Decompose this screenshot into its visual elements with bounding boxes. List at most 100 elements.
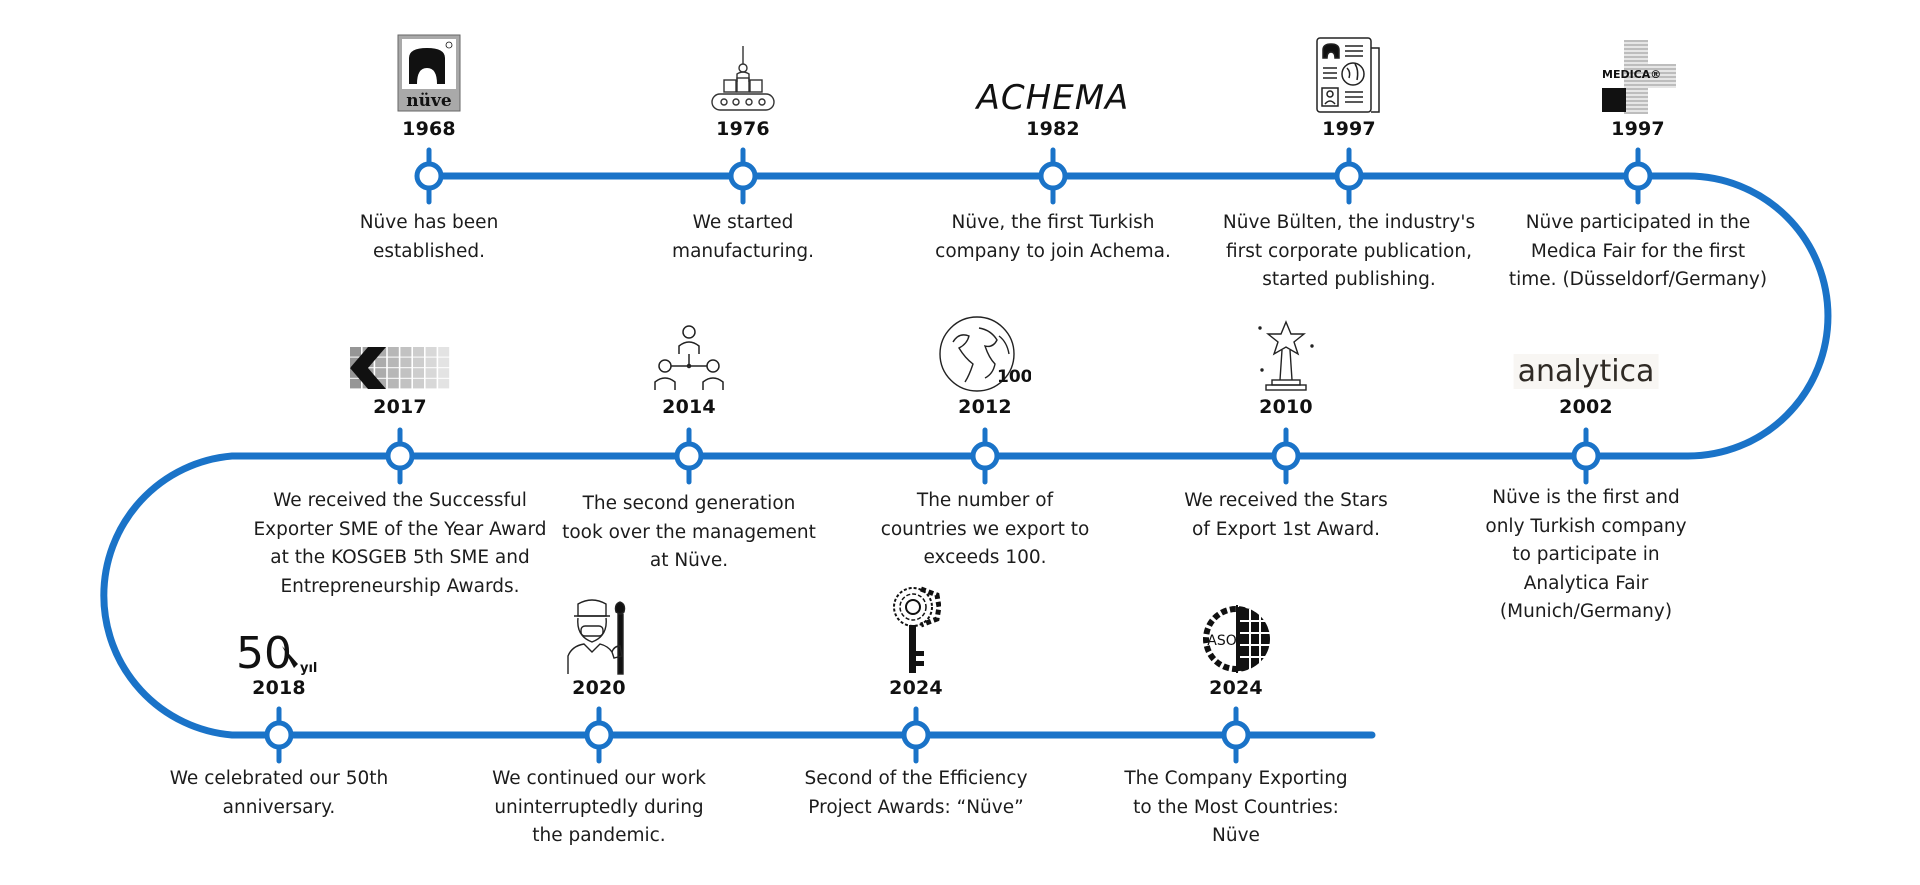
- kosgeb-grid-cell: [350, 378, 361, 389]
- event-year: 2017: [373, 396, 427, 418]
- event-year: 2002: [1559, 396, 1613, 418]
- timeline-node: [264, 706, 294, 764]
- analytica-logo: analytica: [1513, 354, 1659, 389]
- event-year: 2010: [1259, 396, 1313, 418]
- conveyor-factory-icon: [706, 44, 780, 118]
- people-network-icon: [653, 322, 725, 398]
- event-description: We celebrated our 50th anniversary.: [169, 768, 389, 818]
- timeline-node: [414, 147, 444, 205]
- kosgeb-grid-cell: [425, 357, 437, 368]
- event-year: 1976: [716, 118, 770, 140]
- timeline-node: [1571, 427, 1601, 485]
- node-circle: [414, 161, 444, 191]
- event-description: The Company Exporting to the Most Countr…: [1124, 768, 1348, 846]
- timeline-node: [901, 706, 931, 764]
- svg-text:100: 100: [997, 367, 1031, 387]
- svg-text:MEDICA®: MEDICA®: [1602, 68, 1661, 81]
- event-description: We continued our work uninterruptedly du…: [492, 768, 706, 846]
- kosgeb-grid-cell: [413, 378, 424, 389]
- kosgeb-grid-cell: [413, 347, 424, 357]
- event-year: 1997: [1611, 118, 1665, 140]
- kosgeb-grid-cell: [400, 378, 412, 389]
- event-year: 2024: [889, 677, 943, 699]
- event-description: The number of countries we export to exc…: [880, 490, 1090, 568]
- kosgeb-grid-cell: [438, 378, 450, 389]
- node-circle: [1571, 441, 1601, 471]
- timeline-node: [728, 147, 758, 205]
- kosgeb-grid-cell: [438, 368, 450, 378]
- kosgeb-grid-cell: [400, 357, 412, 368]
- timeline-node: [1334, 147, 1364, 205]
- timeline-node: [1271, 427, 1301, 485]
- node-circle: [1271, 441, 1301, 471]
- kosgeb-grid-cell: [425, 378, 437, 389]
- timeline-node: [970, 427, 1000, 485]
- kosgeb-grid-cell: [375, 368, 387, 378]
- kosgeb-grid-cell: [400, 347, 412, 357]
- node-circle: [1334, 161, 1364, 191]
- fifty-years-logo: 50 yıl: [236, 628, 322, 680]
- node-circle: [385, 441, 415, 471]
- node-circle: [970, 441, 1000, 471]
- kosgeb-grid-cell: [387, 378, 399, 389]
- timeline-path: [100, 172, 1832, 739]
- efficiency-key-icon: [891, 585, 942, 681]
- event-description: Nüve is the first and only Turkish compa…: [1485, 487, 1687, 622]
- event-description: Nüve has been established.: [359, 212, 499, 262]
- node-circle: [728, 161, 758, 191]
- timeline-node: [1038, 147, 1068, 205]
- kosgeb-grid-cell: [413, 368, 424, 378]
- svg-text:50: 50: [236, 628, 292, 676]
- node-circle: [584, 720, 614, 750]
- event-description: The second generation took over the mana…: [562, 493, 816, 571]
- kosgeb-grid-cell: [387, 357, 399, 368]
- timeline-node: [674, 427, 704, 485]
- kosgeb-grid-cell: [387, 347, 399, 357]
- kosgeb-grid-cell: [375, 357, 387, 368]
- event-year: 2018: [252, 677, 306, 699]
- aso-logo: ASO: [1200, 603, 1272, 679]
- event-year: 1982: [1026, 118, 1080, 140]
- event-year: 2014: [662, 396, 716, 418]
- event-description: Second of the Efficiency Project Awards:…: [804, 768, 1028, 818]
- node-circle: [1221, 720, 1251, 750]
- timeline-node: [584, 706, 614, 764]
- event-year: 1997: [1322, 118, 1376, 140]
- event-description: Nüve participated in the Medica Fair for…: [1508, 212, 1768, 290]
- kosgeb-grid-cell: [350, 347, 361, 357]
- globe-100-icon: 100: [939, 314, 1033, 398]
- node-circle: [264, 720, 294, 750]
- node-circle: [901, 720, 931, 750]
- svg-text:yıl: yıl: [300, 661, 317, 676]
- nuve-logo-icon: nüve: [397, 34, 461, 116]
- timeline-node: [1623, 147, 1653, 205]
- event-year: 2012: [958, 396, 1012, 418]
- node-circle: [1623, 161, 1653, 191]
- timeline-node: [385, 427, 415, 485]
- event-description: We received the Stars of Export 1st Awar…: [1184, 490, 1388, 540]
- event-description: We received the Successful Exporter SME …: [253, 490, 547, 597]
- event-year: 2024: [1209, 677, 1263, 699]
- star-trophy-icon: [1254, 318, 1318, 398]
- event-year: 2020: [572, 677, 626, 699]
- event-description: Nüve Bülten, the industry's first corpor…: [1222, 212, 1476, 290]
- kosgeb-grid-cell: [438, 347, 450, 357]
- kosgeb-grid-cell: [425, 368, 437, 378]
- kosgeb-grid-cell: [438, 357, 450, 368]
- event-description: We started manufacturing.: [672, 212, 814, 262]
- masked-worker-icon: [564, 596, 634, 680]
- event-year: 1968: [402, 118, 456, 140]
- kosgeb-logo: [348, 345, 452, 395]
- event-description: Nüve, the first Turkish company to join …: [935, 212, 1171, 262]
- kosgeb-grid-cell: [387, 368, 399, 378]
- timeline-node: [1221, 706, 1251, 764]
- node-circle: [674, 441, 704, 471]
- newspaper-icon: [1313, 36, 1385, 120]
- medica-logo: MEDICA®: [1600, 40, 1676, 118]
- svg-text:nüve: nüve: [406, 91, 452, 111]
- kosgeb-grid-cell: [425, 347, 437, 357]
- kosgeb-grid-cell: [400, 368, 412, 378]
- node-circle: [1038, 161, 1068, 191]
- achema-logo: ACHEMA: [976, 78, 1130, 118]
